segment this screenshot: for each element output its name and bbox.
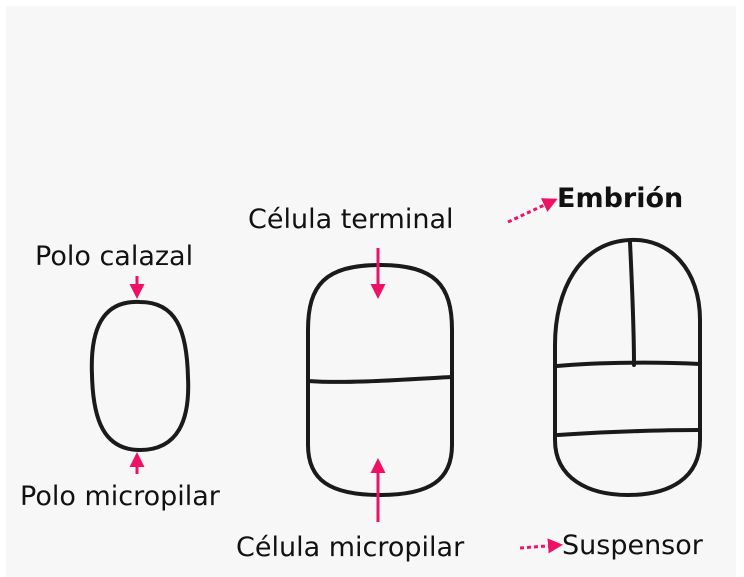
label-suspensor: Suspensor (562, 530, 704, 561)
embryo-outline (555, 240, 700, 495)
embryo-wall-lower (558, 430, 698, 435)
label-embrion: Embrión (557, 183, 683, 214)
two-cell-division-wall (308, 377, 452, 382)
embryo-wall-vertical (630, 242, 634, 365)
embryo-wall-upper (557, 363, 700, 366)
label-celula-terminal: Célula terminal (248, 204, 454, 235)
arrow-suspensor (520, 545, 560, 548)
label-celula-micropilar: Célula micropilar (236, 532, 465, 563)
label-polo-micropilar: Polo micropilar (20, 481, 221, 512)
label-polo-calazal: Polo calazal (35, 241, 193, 272)
zygote-cell-outline (92, 302, 188, 450)
arrow-embrion (508, 200, 555, 222)
